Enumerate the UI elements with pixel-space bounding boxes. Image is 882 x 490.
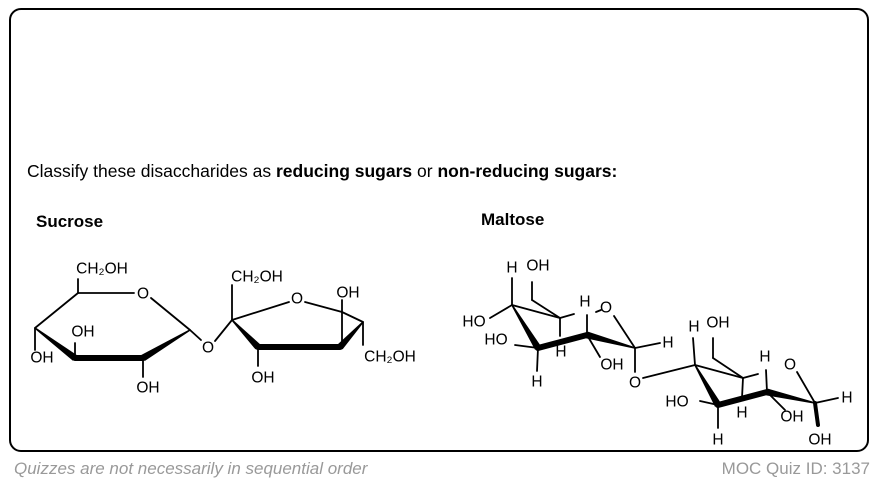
wedge-bond <box>766 388 816 404</box>
bond <box>214 319 233 342</box>
atom-label: OH <box>336 285 359 302</box>
atom-label: OH <box>780 409 803 426</box>
bond <box>536 347 539 372</box>
bond <box>559 313 575 319</box>
atom-label: H <box>662 335 673 352</box>
atom-label: OH <box>808 432 831 449</box>
atom-label: OH <box>136 380 159 397</box>
atom-label: H <box>712 432 723 449</box>
bond <box>595 309 602 313</box>
bond <box>231 301 290 321</box>
bond <box>189 329 202 341</box>
question-prefix: Classify these disaccharides as <box>27 161 276 181</box>
maltose-title: Maltose <box>481 210 545 229</box>
bond <box>813 401 820 427</box>
bond <box>535 332 590 351</box>
bond <box>796 371 816 404</box>
wedge-bond <box>141 329 191 362</box>
atom-label: O <box>629 375 641 392</box>
atom-label: H <box>759 349 770 366</box>
atom-label: CH₂OH <box>76 261 128 278</box>
bond <box>712 357 744 379</box>
atom-label: H <box>506 260 517 277</box>
atom-label: H <box>688 319 699 336</box>
bond <box>741 377 744 399</box>
atom-label: OH <box>251 370 274 387</box>
sucrose-structure: CH₂OH O OH OH OH O CH₂OH O OH OH CH₂OH <box>30 261 415 397</box>
bond <box>150 297 191 331</box>
question-text: Classify these disaccharides as reducing… <box>27 161 617 182</box>
atom-label: H <box>555 344 566 361</box>
bond <box>511 304 561 319</box>
atom-label: HO <box>665 394 688 411</box>
bond <box>634 342 661 349</box>
quiz-id: MOC Quiz ID: 3137 <box>721 459 870 478</box>
atom-label: O <box>600 300 612 317</box>
atom-label: OH <box>600 357 623 374</box>
atom-label: O <box>291 291 303 308</box>
bond <box>304 301 343 313</box>
wedge-bond <box>694 364 722 407</box>
bond <box>34 292 79 329</box>
bond <box>742 373 759 379</box>
atom-label: HO <box>484 332 507 349</box>
atom-label: O <box>784 357 796 374</box>
question-middle: or <box>412 161 438 181</box>
atom-label: H <box>531 374 542 391</box>
bond <box>531 299 561 319</box>
bond <box>489 304 513 319</box>
bond <box>814 397 839 404</box>
atom-label: CH₂OH <box>231 269 283 286</box>
footer-note: Quizzes are not necessarily in sequentia… <box>14 459 368 478</box>
wedge-bond <box>511 304 541 350</box>
bond <box>715 389 770 408</box>
atom-label: HO <box>462 314 485 331</box>
quiz-card <box>9 8 869 452</box>
term-reducing: reducing sugars <box>276 161 413 181</box>
bond <box>694 364 744 379</box>
atom-label: OH <box>71 324 94 341</box>
sucrose-title: Sucrose <box>36 212 104 231</box>
wedge-bond <box>337 321 364 350</box>
bond <box>613 315 636 349</box>
bond <box>692 337 696 366</box>
atom-label: O <box>137 286 149 303</box>
wedge-bond <box>586 331 636 349</box>
atom-label: H <box>841 390 852 407</box>
bond <box>341 311 364 323</box>
atom-label: O <box>202 340 214 357</box>
atom-label: H <box>736 405 747 422</box>
bond <box>765 369 768 393</box>
wedge-bond <box>231 319 261 350</box>
atom-label: OH <box>706 315 729 332</box>
atom-label: OH <box>30 350 53 367</box>
wedge-bond <box>34 327 78 361</box>
atom-label: CH₂OH <box>364 349 416 366</box>
atom-label: OH <box>526 258 549 275</box>
term-non-reducing: non-reducing sugars: <box>437 161 618 181</box>
atom-label: H <box>579 294 590 311</box>
bond <box>642 364 696 379</box>
